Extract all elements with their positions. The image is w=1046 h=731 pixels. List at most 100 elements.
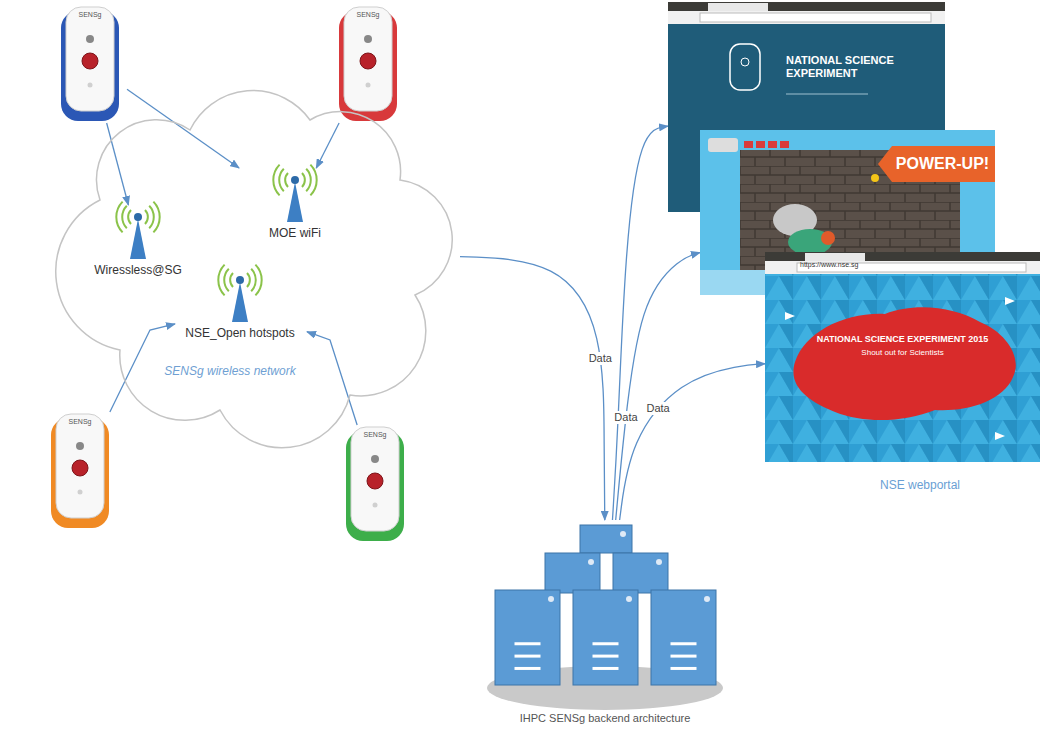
game-helmet-icon [708,138,738,152]
singapore-map [793,307,1015,420]
device-sensor [86,35,94,43]
browser-tab [708,3,768,11]
signal-arc [306,169,311,191]
signal-arc [230,273,233,287]
signal-arc [149,206,154,228]
device-text-0: SENSg [55,11,125,19]
antenna-tip [236,276,244,284]
antenna-tip [134,213,142,221]
map-background [765,252,1040,462]
health-bar [756,141,765,148]
device-light [88,83,93,88]
server-box [573,590,638,685]
backend-node: IHPC SENSg backend architecture [470,520,742,730]
signal-arc [285,173,288,187]
cloud-text-0: SENSg wireless network [155,364,305,378]
health-bar [768,141,777,148]
server-led [626,596,632,602]
data-connector [107,123,129,205]
backend-shape [470,520,742,730]
device-text-0: SENSg [333,11,403,19]
device-body [344,7,392,111]
address-bar [700,13,931,22]
device-shape [55,5,127,123]
cloud-outline [56,91,452,448]
edge-label: Data [611,411,640,424]
edge-label: Data [586,352,615,365]
device-button [367,473,383,489]
data-connector [620,364,765,520]
device-button [82,53,98,69]
signal-arc [224,269,229,291]
health-bar [780,141,789,148]
browser-toolbar [765,261,1040,274]
browser-titlebar [668,2,945,11]
signal-arc [145,210,148,224]
device-body [351,427,399,531]
signal-arc [247,273,250,287]
signal-arc [279,169,284,191]
antenna-text-0: Wiressless@SG [78,263,198,277]
browser-titlebar [765,252,1040,261]
data-connector [307,332,357,425]
signal-arc [128,210,131,224]
game-coin [871,174,879,182]
server-box [651,590,716,685]
health-bar [744,141,753,148]
shot3-text-1: Shout out for Scientists [805,348,1000,358]
signal-arc [122,206,127,228]
device-sensor [371,455,379,463]
device-node: SENSg [340,425,412,543]
server-slot [671,655,697,658]
device-shape [340,425,412,543]
data-connector [316,123,339,168]
signal-arc [255,265,261,296]
url-text: https://www.nse.sg [800,261,858,269]
device-sensor [76,442,84,450]
signal-arc [310,165,316,196]
server-box [495,590,560,685]
server-slot [593,642,619,645]
powerup-banner [878,146,995,182]
signal-arc [153,202,159,233]
antenna-tower [130,219,146,259]
server-box [545,553,600,593]
device-icon-button [741,58,749,66]
shot3-node: NATIONAL SCIENCE EXPERIMENT 2015Shout ou… [765,252,1040,462]
connectors [107,89,765,520]
device-node: SENSg [333,5,405,123]
rule-line [786,94,868,95]
device-body [66,7,114,111]
device-light [366,83,371,88]
device-text-0: SENSg [45,418,115,426]
device-button [72,460,88,476]
server-slot [515,667,541,670]
signal-arc [116,202,122,233]
server-slot [671,642,697,645]
server-slot [593,667,619,670]
device-shape [45,412,117,530]
data-connector [616,253,700,520]
device-body [56,414,104,518]
portal-caption: NSE webportal [880,478,960,492]
device-light [373,503,378,508]
data-connector [127,89,239,168]
antenna-node: NSE_Open hotspots [175,268,307,348]
data-connector [460,257,605,520]
server-led [588,559,594,565]
browser-tab [805,253,865,261]
antenna-text-0: MOE wiFi [235,226,355,240]
server-box [613,553,668,593]
device-sensor [364,35,372,43]
server-slot [515,642,541,645]
device-node: SENSg [55,5,127,123]
server-slot [515,655,541,658]
cloud-node: SENSg wireless network Wiressless@SG MOE w… [60,80,460,420]
plane-icons [785,297,1015,440]
antenna-tower [287,182,303,222]
server-slot [671,667,697,670]
shot2-text-0: POWER-UP! [892,154,993,173]
server-led [548,596,554,602]
server-led [704,596,710,602]
signal-arc [251,269,256,291]
